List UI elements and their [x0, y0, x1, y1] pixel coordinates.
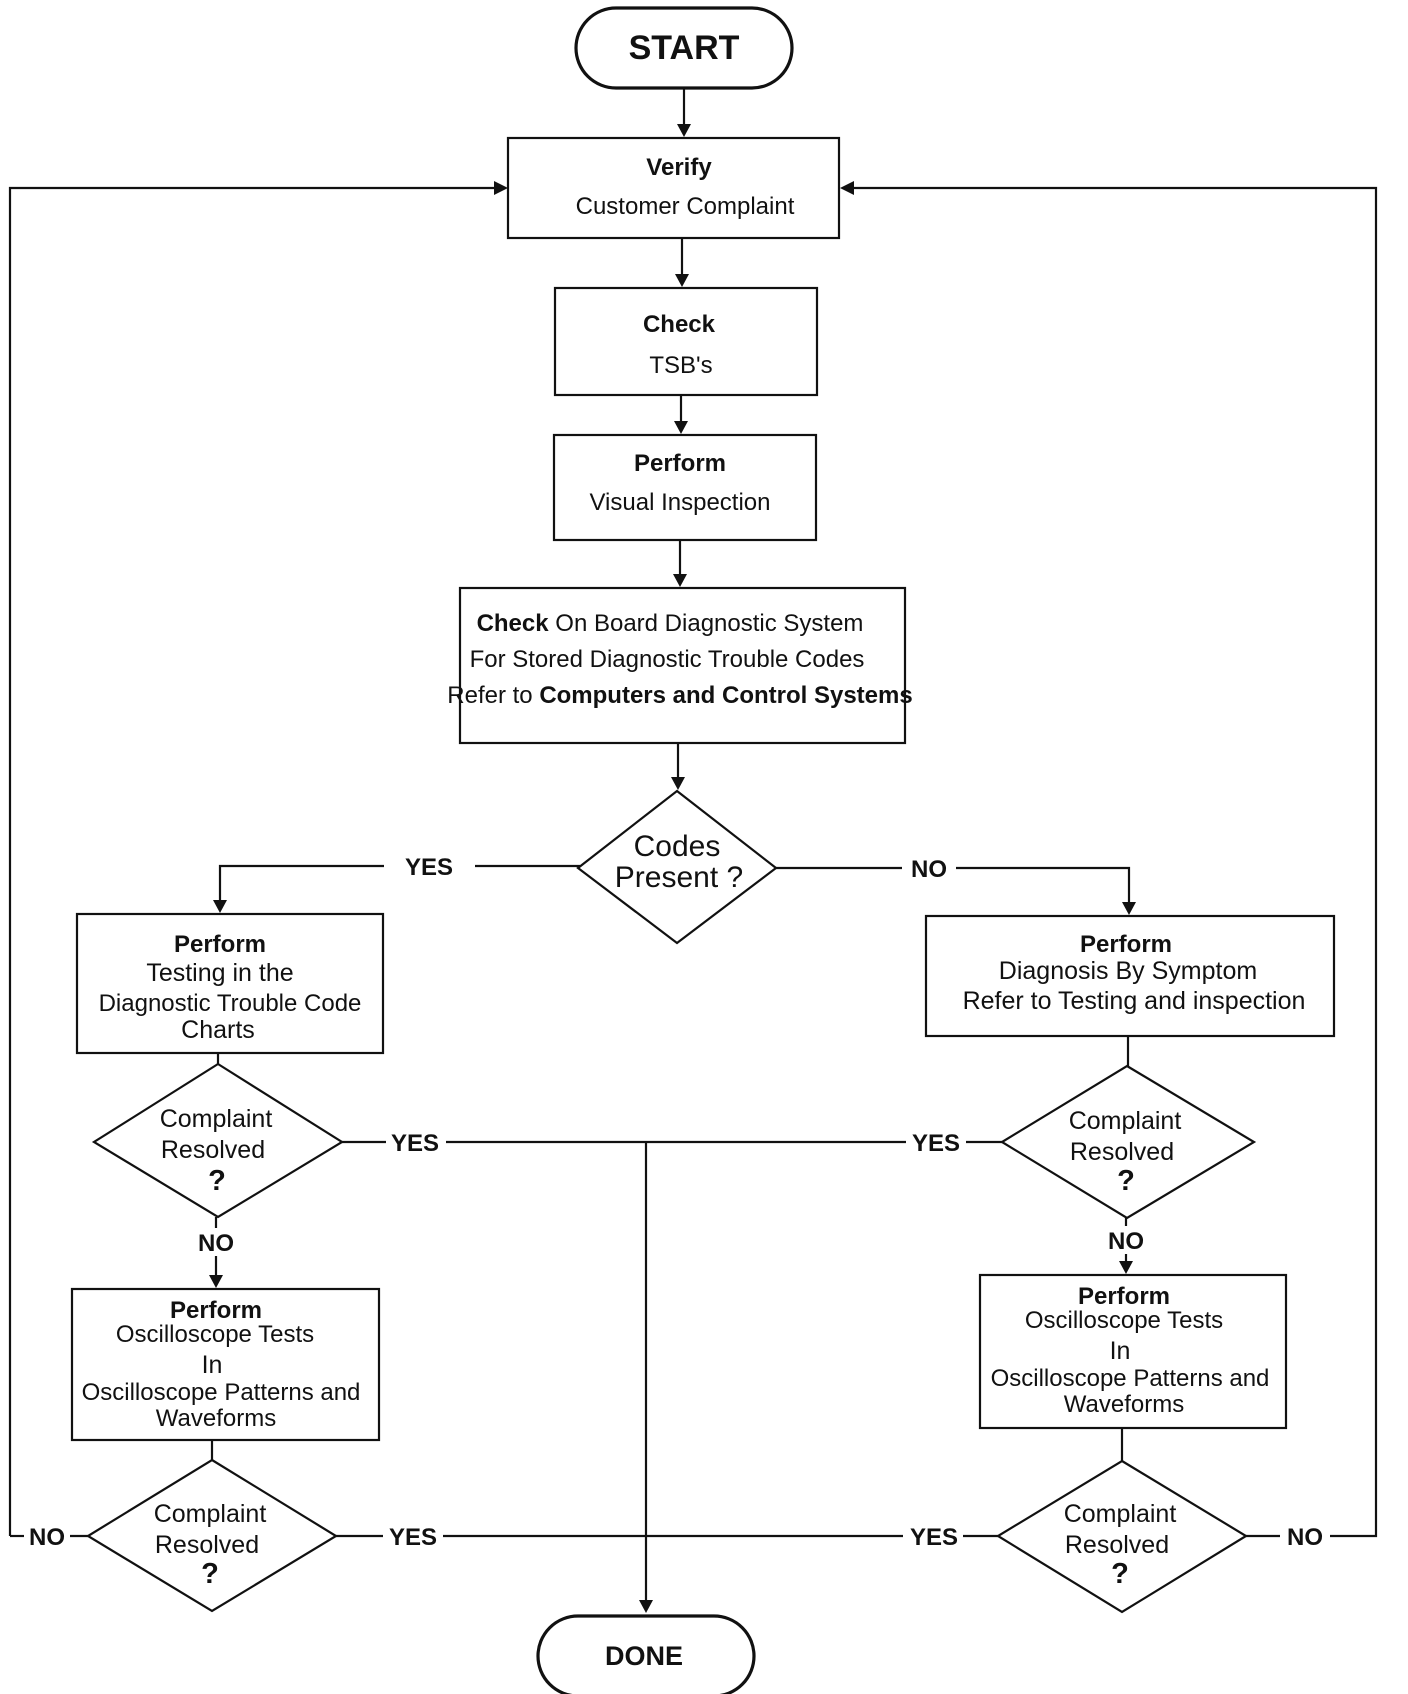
left1-yes-label: YES: [391, 1130, 439, 1157]
edge-labels: YES NO YES NO YES NO YES NO YES NO: [29, 854, 1323, 1551]
verify-text: Customer Complaint: [576, 193, 795, 220]
scope-left-line-2: Oscilloscope Tests: [116, 1321, 314, 1348]
edge-right2-no-2: [854, 186, 1378, 1538]
arrowhead: [677, 124, 691, 137]
resolved-left-1-decision: Complaint Resolved ?: [91, 1062, 345, 1219]
obd-check-box: Check On Board Diagnostic System For Sto…: [447, 586, 913, 745]
start-terminal: START: [574, 6, 794, 90]
scope-right-line-4: Oscilloscope Patterns and: [991, 1365, 1270, 1392]
resolved-right-1-q: ?: [1117, 1165, 1135, 1197]
arrowhead: [213, 900, 227, 913]
arrowhead: [639, 1600, 653, 1613]
connectors: [8, 88, 1378, 1613]
visual-text: Visual Inspection: [589, 489, 770, 516]
edge-codes-no-2: [956, 866, 1131, 902]
right1-no-label: NO: [1108, 1228, 1144, 1255]
scope-right-title: Perform: [1078, 1283, 1170, 1310]
scope-left-line-4: Oscilloscope Patterns and: [82, 1379, 361, 1406]
scope-tests-right-box: Perform Oscilloscope Tests In Oscillosco…: [978, 1273, 1288, 1430]
arrowhead: [675, 274, 689, 287]
resolved-right-2-line-1: Complaint: [1064, 1500, 1177, 1528]
scope-right-line-2: Oscilloscope Tests: [1025, 1307, 1223, 1334]
arrowhead: [1122, 902, 1136, 915]
resolved-right-2-q: ?: [1111, 1558, 1129, 1590]
arrowhead: [840, 181, 854, 195]
verify-box: Verify Customer Complaint: [506, 136, 841, 240]
obd-line-3-bold: Computers and Control Systems: [539, 682, 912, 709]
resolved-left-2-line-2: Resolved: [155, 1531, 259, 1559]
resolved-right-1-line-2: Resolved: [1070, 1138, 1174, 1166]
scope-left-line-5: Waveforms: [156, 1405, 276, 1432]
check-title: Check: [643, 311, 716, 338]
dtc-testing-box: Perform Testing in the Diagnostic Troubl…: [75, 912, 385, 1055]
scope-right-line-5: Waveforms: [1064, 1391, 1184, 1418]
obd-line-3: Refer to Computers and Control Systems: [447, 682, 912, 709]
verify-title: Verify: [646, 154, 712, 181]
left1-no-label: NO: [198, 1230, 234, 1257]
codes-present-decision: Codes Present ?: [576, 789, 778, 945]
left2-no-label: NO: [29, 1524, 65, 1551]
resolved-left-2-decision: Complaint Resolved ?: [85, 1458, 339, 1613]
left2-yes-label: YES: [389, 1524, 437, 1551]
arrowhead: [209, 1275, 223, 1288]
edge-codes-yes-2: [218, 864, 384, 900]
obd-line-1-bold: Check: [477, 610, 550, 637]
start-label: START: [629, 29, 740, 67]
done-label: DONE: [605, 1641, 683, 1671]
right2-yes-label: YES: [910, 1524, 958, 1551]
visual-title: Perform: [634, 450, 726, 477]
right2-no-label: NO: [1287, 1524, 1323, 1551]
resolved-left-1-q: ?: [208, 1165, 226, 1197]
scope-left-title: Perform: [170, 1297, 262, 1324]
resolved-left-2-line-1: Complaint: [154, 1500, 267, 1528]
obd-line-2: For Stored Diagnostic Trouble Codes: [470, 646, 865, 673]
dtc-line-2: Testing in the: [146, 959, 293, 987]
scope-tests-left-box: Perform Oscilloscope Tests In Oscillosco…: [70, 1287, 381, 1442]
right1-yes-label: YES: [912, 1130, 960, 1157]
resolved-right-1-line-1: Complaint: [1069, 1107, 1182, 1135]
arrowhead: [674, 421, 688, 434]
obd-line-1-rest: On Board Diagnostic System: [555, 610, 863, 637]
dtc-line-4: Charts: [181, 1016, 255, 1044]
obd-line-1: Check On Board Diagnostic System: [477, 610, 864, 637]
symptom-title: Perform: [1080, 931, 1172, 958]
check-tsb-box: Check TSB's: [553, 286, 819, 397]
edge-left2-no-return: [8, 186, 494, 1536]
dtc-title: Perform: [174, 931, 266, 958]
done-terminal: DONE: [536, 1614, 756, 1694]
symptom-line-2: Diagnosis By Symptom: [999, 957, 1257, 985]
resolved-left-1-line-2: Resolved: [161, 1136, 265, 1164]
scope-right-line-3: In: [1110, 1337, 1131, 1365]
arrowhead: [673, 574, 687, 587]
visual-inspection-box: Perform Visual Inspection: [552, 433, 818, 542]
scope-left-line-3: In: [202, 1351, 223, 1379]
obd-line-3-prefix: Refer to: [447, 682, 532, 709]
check-text: TSB's: [649, 352, 712, 379]
codes-line-2: Present ?: [615, 861, 743, 894]
symptom-diagnosis-box: Perform Diagnosis By Symptom Refer to Te…: [924, 914, 1336, 1038]
codes-line-1: Codes: [634, 830, 721, 863]
dtc-line-3: Diagnostic Trouble Code: [99, 990, 362, 1017]
arrowhead: [1119, 1261, 1133, 1274]
resolved-left-1-line-1: Complaint: [160, 1105, 273, 1133]
arrowhead: [671, 777, 685, 790]
arrowhead: [494, 181, 508, 195]
symptom-line-3: Refer to Testing and inspection: [963, 987, 1306, 1015]
resolved-left-2-q: ?: [201, 1558, 219, 1590]
resolved-right-2-line-2: Resolved: [1065, 1531, 1169, 1559]
codes-no-label: NO: [911, 856, 947, 883]
resolved-right-2-decision: Complaint Resolved ?: [995, 1459, 1249, 1614]
resolved-right-1-decision: Complaint Resolved ?: [999, 1064, 1257, 1220]
codes-yes-label: YES: [405, 854, 453, 881]
